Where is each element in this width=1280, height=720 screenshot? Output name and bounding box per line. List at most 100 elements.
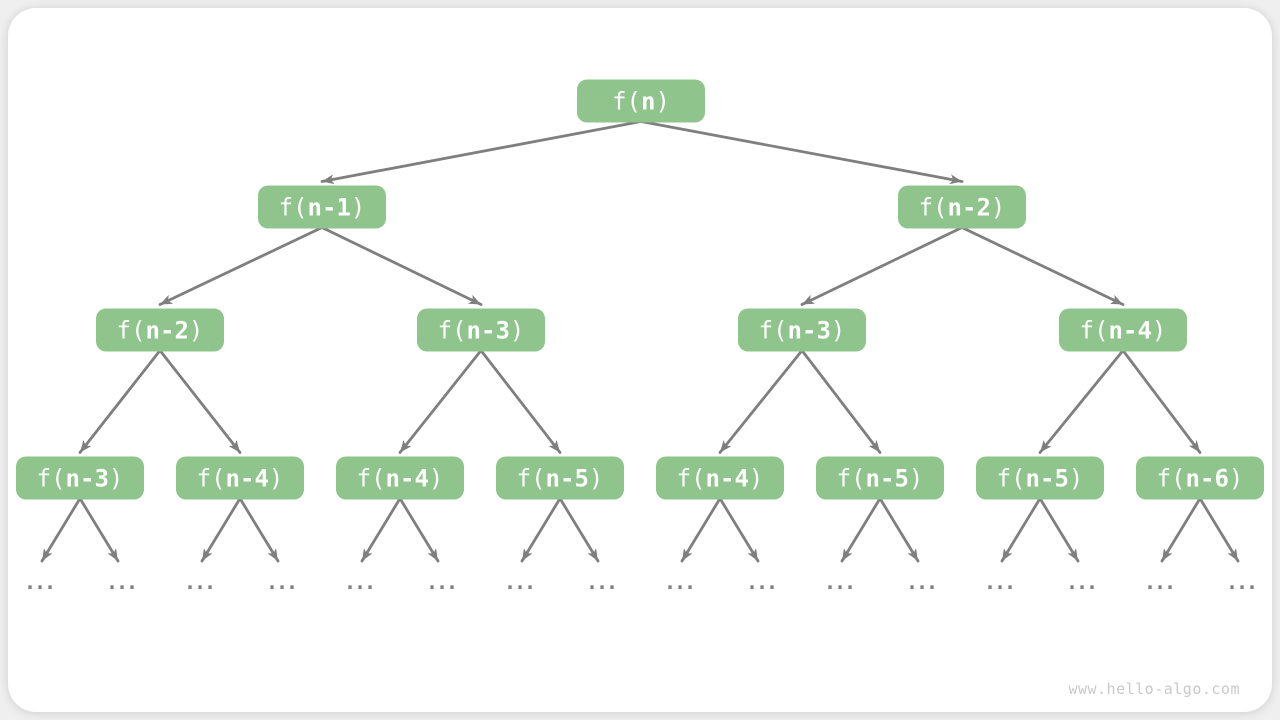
node-label-prefix: f( [918,193,948,221]
node-label-suffix: ) [428,464,444,492]
ellipsis: ... [585,570,618,594]
node-label-suffix: ) [655,87,670,115]
node-label-arg: n-3 [65,464,109,492]
edge-arrow [680,497,722,563]
ellipsis: ... [425,570,458,594]
node-label-arg: n-4 [225,464,269,492]
tree-node: f(n) [577,79,705,123]
edge-arrow [78,497,120,563]
node-label-suffix: ) [748,464,764,492]
edge-arrow [639,120,964,185]
node-label-suffix: ) [1228,464,1244,492]
edge-arrow [238,497,280,563]
node-label-prefix: f( [612,87,641,115]
node-label-arg: n-6 [1185,464,1229,492]
ellipsis: ... [1065,570,1098,594]
node-label-suffix: ) [1151,316,1167,344]
ellipsis: ... [265,570,298,594]
ellipsis: ... [983,570,1016,594]
ellipsis: ... [343,570,376,594]
tree-node: f(n-3) [16,456,144,500]
node-label-prefix: f( [1156,464,1186,492]
node-label-suffix: ) [188,316,204,344]
edge-arrow [200,497,242,563]
tree-node: f(n-2) [96,308,224,352]
ellipsis: ... [823,570,856,594]
edge-arrow [878,497,920,563]
edge-arrow [1198,497,1240,563]
node-label-arg: n-3 [787,316,831,344]
edge-arrow [1038,497,1080,563]
edge-arrow [158,349,242,454]
tree-node: f(n-4) [656,456,784,500]
edge-arrow [718,497,760,563]
ellipsis: ... [1143,570,1176,594]
edge-arrow [320,226,483,306]
ellipsis: ... [23,570,56,594]
node-label-prefix: f( [116,316,146,344]
edge-arrow [840,497,882,563]
tree-node: f(n-3) [417,308,545,352]
edge-arrow [320,120,643,185]
node-label-suffix: ) [990,193,1006,221]
diagram-card [8,8,1272,712]
node-label-suffix: ) [509,316,525,344]
node-label-prefix: f( [836,464,866,492]
node-label-arg: n-2 [947,193,991,221]
edge-arrow [1038,349,1125,454]
edge-arrow [479,349,562,454]
node-label-suffix: ) [908,464,924,492]
ellipsis: ... [663,570,696,594]
ellipsis: ... [503,570,536,594]
node-label-prefix: f( [36,464,66,492]
tree-node: f(n-2) [898,185,1026,229]
ellipsis: ... [1225,570,1258,594]
node-label-prefix: f( [356,464,386,492]
edge-arrow [78,349,162,454]
ellipsis: ... [183,570,216,594]
node-label-prefix: f( [196,464,226,492]
edge-arrow [800,349,882,454]
node-label-arg: n-4 [705,464,749,492]
node-label-suffix: ) [268,464,284,492]
node-label-suffix: ) [830,316,846,344]
edge-arrow [1000,497,1042,563]
edge-arrow [398,349,483,454]
node-label-arg: n-2 [145,316,189,344]
node-label-arg: n-5 [1025,464,1069,492]
node-label-arg: n-3 [466,316,510,344]
edge-arrow [718,349,804,454]
node-label-arg: n-4 [385,464,429,492]
ellipsis: ... [905,570,938,594]
node-label-prefix: f( [996,464,1026,492]
edge-arrow [398,497,440,563]
edge-arrow [360,497,402,563]
node-label-prefix: f( [758,316,788,344]
node-label-arg: n-1 [307,193,351,221]
tree-node: f(n-1) [258,185,386,229]
tree-node: f(n-5) [496,456,624,500]
edge-arrow [960,226,1125,306]
watermark: www.hello-algo.com [1068,680,1240,698]
tree-node: f(n-5) [816,456,944,500]
edge-arrow [800,226,964,306]
tree-node: f(n-5) [976,456,1104,500]
node-label-suffix: ) [108,464,124,492]
node-label-arg: n [641,87,656,115]
tree-node: f(n-3) [738,308,866,352]
node-label-arg: n-5 [865,464,909,492]
tree-node: f(n-4) [336,456,464,500]
edge-arrow [1121,349,1202,454]
ellipsis: ... [745,570,778,594]
node-label-suffix: ) [1068,464,1084,492]
edge-arrow [558,497,600,563]
node-label-arg: n-5 [545,464,589,492]
tree-node: f(n-4) [1059,308,1187,352]
node-label-prefix: f( [516,464,546,492]
node-label-prefix: f( [437,316,467,344]
edge-arrow [40,497,82,563]
edge-arrow [520,497,562,563]
tree-node: f(n-6) [1136,456,1264,500]
